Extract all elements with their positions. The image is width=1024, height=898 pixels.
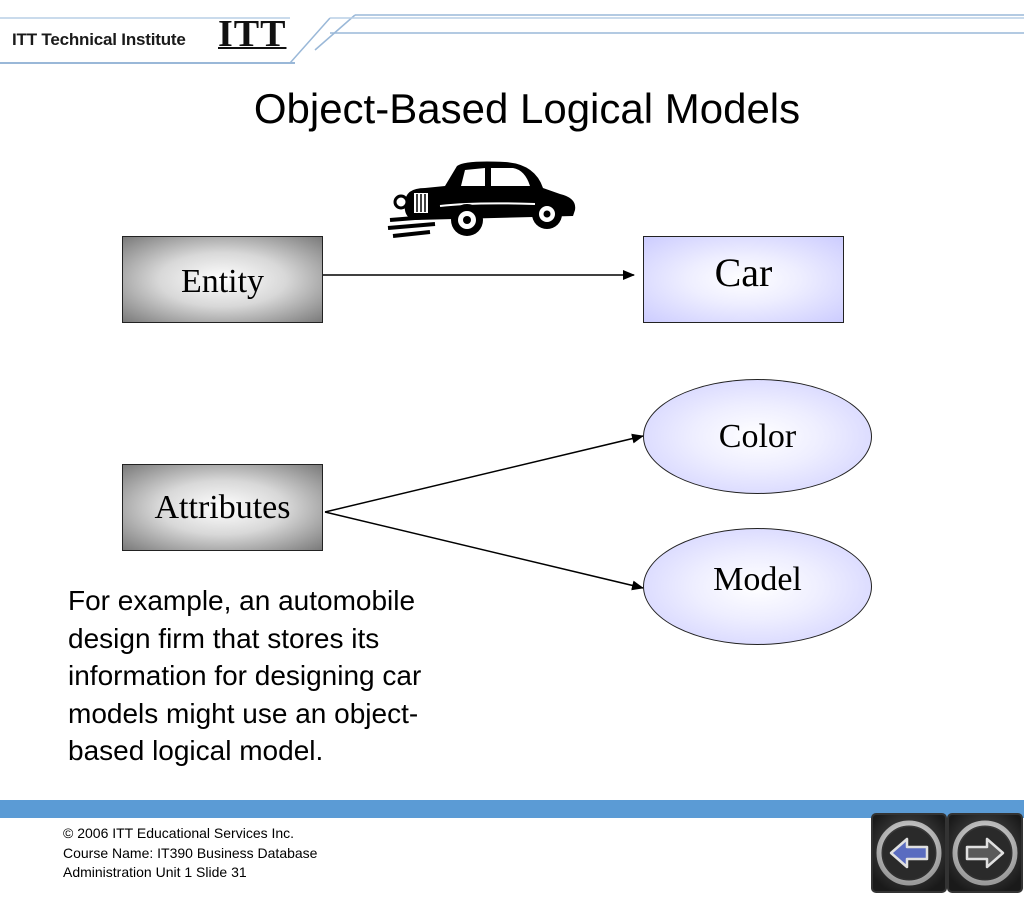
model-ellipse: Model (643, 528, 872, 645)
vintage-car-icon (387, 161, 576, 238)
brand-text: ITT Technical Institute (12, 30, 186, 49)
next-button[interactable] (947, 813, 1023, 893)
paragraph-line: information for designing car (68, 660, 422, 691)
course-name-text: Course Name: IT390 Business Database (63, 844, 318, 861)
copyright-text: © 2006 ITT Educational Services Inc. (63, 825, 295, 841)
example-paragraph: For example, an automobile design firm t… (68, 582, 488, 770)
color-label: Color (718, 417, 797, 455)
brand-logo: ITT (218, 13, 287, 55)
back-arrow-icon (871, 813, 947, 893)
next-arrow-icon (947, 813, 1023, 893)
attributes-to-color-arrow (324, 433, 644, 513)
attributes-box: Attributes (122, 464, 323, 551)
model-label: Model (713, 560, 802, 598)
entity-label: Entity (180, 262, 265, 300)
color-ellipse: Color (643, 379, 872, 494)
header-lines (0, 14, 1024, 64)
car-label: Car (714, 250, 773, 295)
slide-title: Object-Based Logical Models (253, 85, 801, 132)
paragraph-line: based logical model. (68, 735, 324, 766)
paragraph-line: design firm that stores its (68, 622, 380, 654)
entity-box: Entity (122, 236, 323, 323)
course-unit-text: Administration Unit 1 Slide 31 (63, 864, 247, 880)
attributes-to-model-arrow (324, 511, 644, 591)
slide-header: ITT Technical Institute ITT (0, 0, 1024, 75)
back-button[interactable] (871, 813, 947, 893)
paragraph-line: models might use an object- (68, 697, 419, 729)
paragraph-line: For example, an automobile (68, 585, 416, 616)
attributes-label: Attributes (154, 488, 291, 526)
car-box: Car (643, 236, 844, 323)
footer-text: © 2006 ITT Educational Services Inc. Cou… (63, 824, 317, 883)
footer-bar (0, 800, 1024, 818)
